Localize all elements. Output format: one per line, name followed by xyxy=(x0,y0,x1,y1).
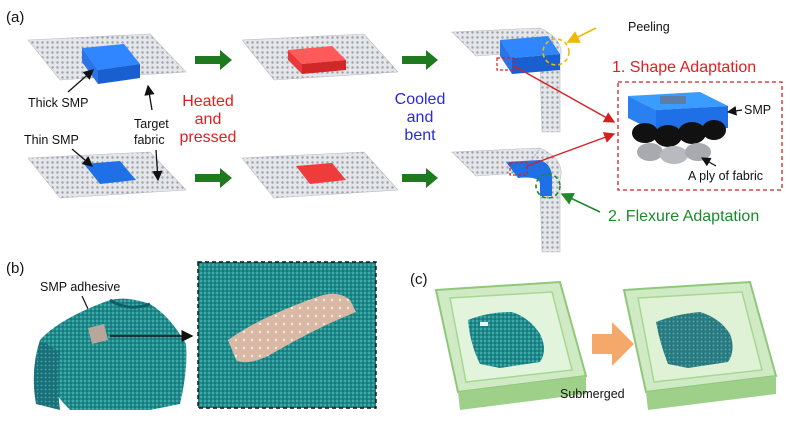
fiber-3 xyxy=(678,122,706,144)
peeling-label: Peeling xyxy=(628,20,670,34)
cooled-label-1: Cooled xyxy=(395,91,446,108)
flexure-circle xyxy=(535,173,561,199)
green-arrow-2 xyxy=(195,168,232,188)
panel-c-label: (c) xyxy=(410,271,428,288)
inset-smp-mark xyxy=(660,96,686,104)
fiber-7 xyxy=(685,143,711,161)
inset-smp-pointer xyxy=(726,106,743,116)
smp-adhesive-label: SMP adhesive xyxy=(40,280,120,294)
shirt-2 xyxy=(656,312,733,368)
thick-smp-top xyxy=(82,44,140,70)
thick-smp-pointer xyxy=(67,69,94,93)
panel-a-label: (a) xyxy=(6,9,24,26)
fiber-1 xyxy=(632,123,658,143)
green-arrow-1 xyxy=(195,50,232,70)
heated-label-2: and xyxy=(195,111,222,128)
inset-ply-pointer xyxy=(700,157,717,167)
red-block-top xyxy=(288,46,346,64)
target-fabric-pointer-up xyxy=(144,84,155,111)
fiber-5 xyxy=(637,143,663,161)
inset-ply-label: A ply of fabric xyxy=(688,169,763,183)
bent-thick-smp-side xyxy=(500,40,512,74)
flexure-connector xyxy=(526,132,616,167)
fiber-2 xyxy=(654,125,682,147)
shirt-1-tag xyxy=(480,322,488,326)
panel-b-label: (b) xyxy=(6,260,24,277)
green-arrow-3 xyxy=(402,50,438,70)
fiber-4 xyxy=(702,120,726,140)
shape-adaptation-label: 1. Shape Adaptation xyxy=(612,59,756,76)
sweater-sleeve xyxy=(33,340,60,410)
thin-smp xyxy=(84,161,136,184)
green-arrow-4 xyxy=(402,168,438,188)
bent-thin-smp xyxy=(506,160,552,196)
thin-smp-label: Thin SMP xyxy=(24,133,79,147)
fiber-6 xyxy=(660,146,688,164)
red-block-front xyxy=(302,60,346,74)
target-fabric-label-2: fabric xyxy=(134,133,165,147)
cooled-label-3: bent xyxy=(404,127,436,144)
zoomed-adhesive xyxy=(228,293,356,363)
thin-red-square xyxy=(296,163,346,184)
bent-thick-smp-top xyxy=(500,36,560,58)
inset-smp-side xyxy=(628,96,656,132)
thick-smp-side xyxy=(82,48,98,84)
flexure-detail-box xyxy=(509,162,528,176)
shape-connector xyxy=(513,65,616,123)
inset-smp-label: SMP xyxy=(744,103,771,117)
target-fabric-pointer-down xyxy=(152,149,163,182)
thick-smp-front xyxy=(98,64,140,84)
sweater-collar xyxy=(109,298,151,309)
heated-label-1: Heated xyxy=(182,93,234,110)
red-block-side xyxy=(288,50,302,74)
bent-thick-smp-front xyxy=(512,54,560,74)
peeling-pointer xyxy=(566,27,597,43)
peeling-circle xyxy=(542,38,570,66)
tray-2-front xyxy=(646,376,776,410)
thin-smp-pointer xyxy=(71,148,93,167)
thick-smp-label: Thick SMP xyxy=(28,96,88,110)
shape-detail-box xyxy=(496,57,515,71)
sweater xyxy=(40,298,187,410)
submerge-arrow xyxy=(592,322,634,366)
cooled-label-2: and xyxy=(407,109,434,126)
adhesive-patch xyxy=(88,324,108,344)
heated-label-3: pressed xyxy=(180,129,237,146)
submerged-label: Submerged xyxy=(560,387,625,401)
tray-1-front xyxy=(458,376,586,410)
flexure-adaptation-label: 2. Flexure Adaptation xyxy=(608,208,759,225)
target-fabric-label-1: Target xyxy=(134,117,169,131)
flexure-pointer xyxy=(560,193,601,213)
